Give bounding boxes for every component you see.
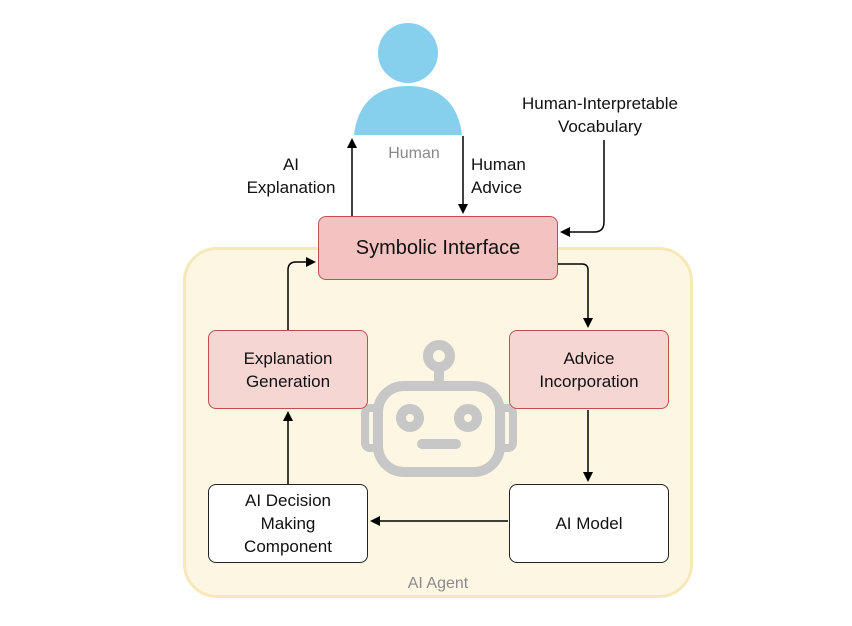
symbolic-interface-label: Symbolic Interface: [355, 236, 521, 259]
advice-incorporation-label: Advice Incorporation: [539, 348, 639, 391]
person-icon: [354, 23, 462, 135]
explanation-generation-box: Explanation Generation: [208, 330, 368, 409]
arrow-explanation-to-interface: [287, 257, 316, 330]
ai-explanation-label: AI Explanation: [246, 155, 336, 197]
arrow-to-advice: [558, 263, 593, 328]
symbolic-interface-box: Symbolic Interface: [318, 216, 558, 280]
arrow-vocabulary: [560, 140, 605, 237]
ai-model-label: AI Model: [555, 514, 623, 533]
vocabulary-label: Human-Interpretable Vocabulary: [522, 94, 678, 136]
robot-icon: [361, 340, 517, 477]
decision-making-box: AI Decision Making Component: [208, 484, 368, 563]
human-advice-label: Human Advice: [471, 155, 526, 197]
explanation-generation-label: Explanation Generation: [243, 348, 333, 391]
ai-model-box: AI Model: [509, 484, 669, 563]
advice-incorporation-box: Advice Incorporation: [509, 330, 669, 409]
ai-agent-label: AI Agent: [407, 575, 469, 592]
decision-making-label: AI Decision Making Component: [244, 491, 332, 556]
human-label: Human: [388, 145, 440, 162]
